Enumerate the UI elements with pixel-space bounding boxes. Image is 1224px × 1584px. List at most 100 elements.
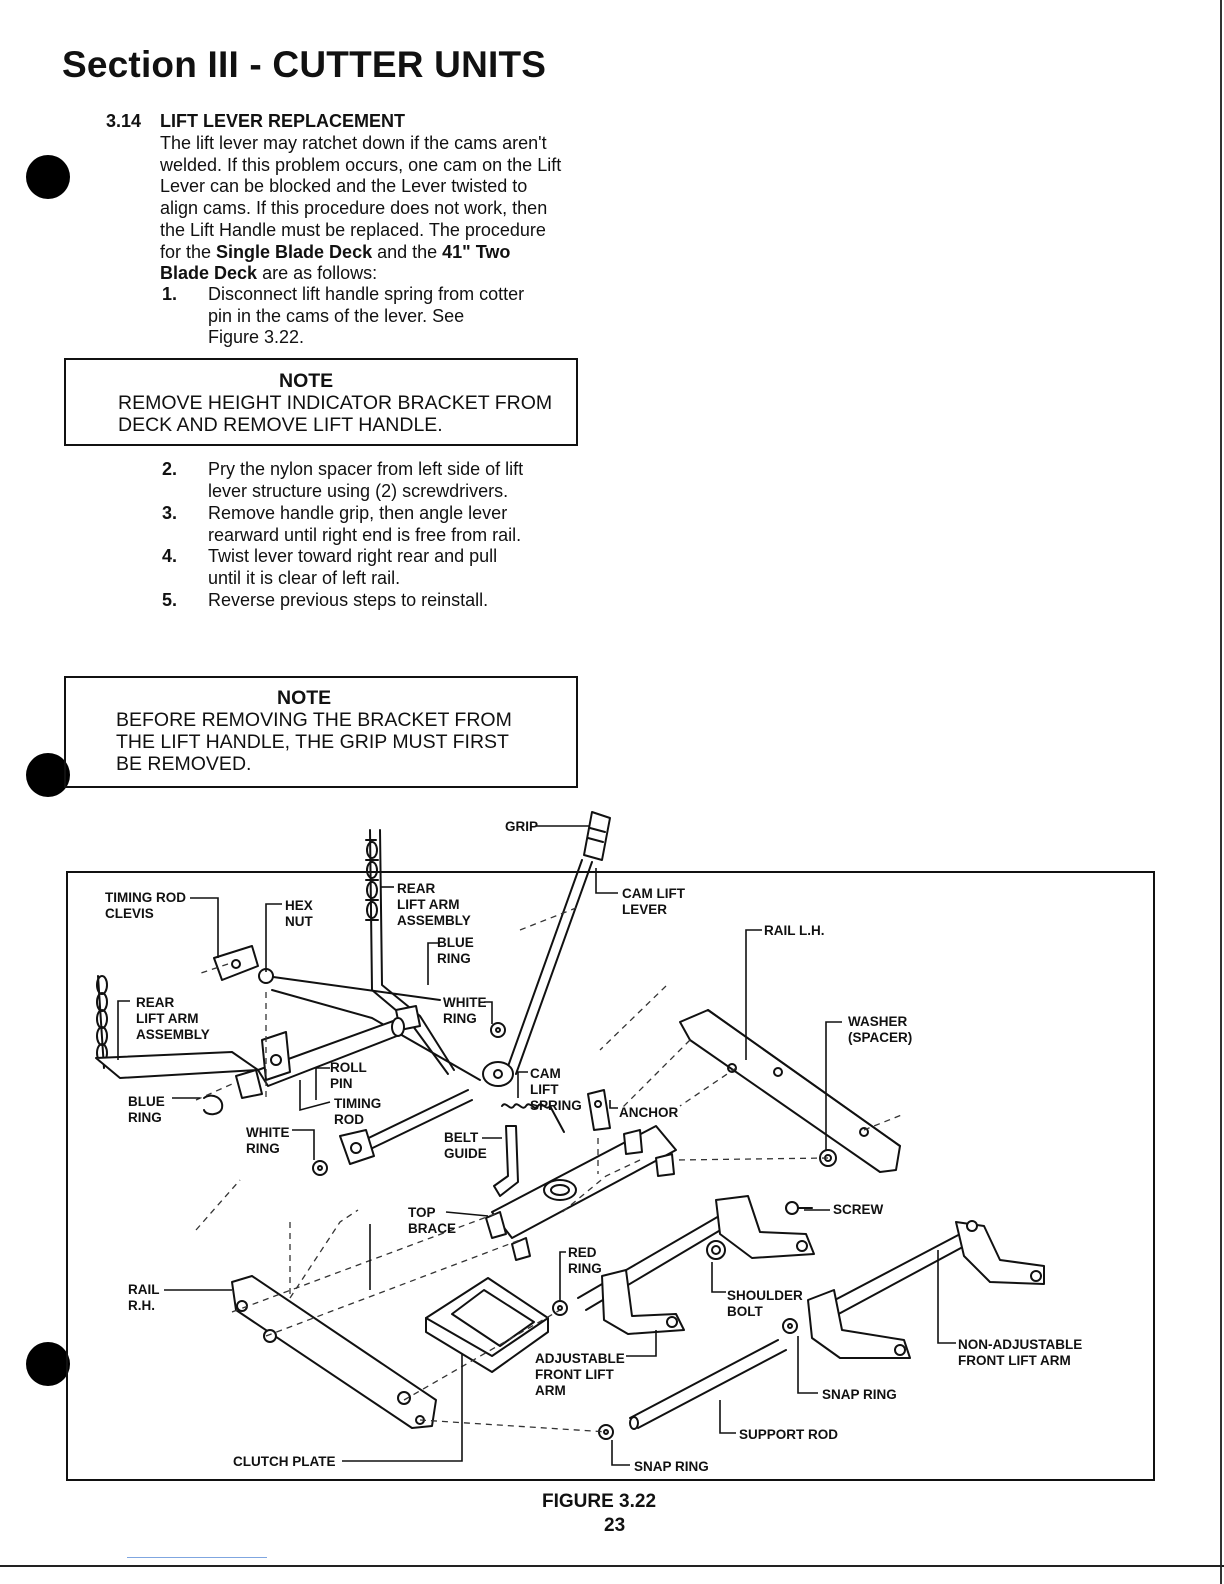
label-support-rod: SUPPORT ROD	[739, 1427, 839, 1442]
clutch-plate-part	[425, 1277, 549, 1373]
label-line: FRONT LIFT ARM	[958, 1353, 1071, 1368]
top-brace-part	[485, 1125, 677, 1261]
step-number: 3.	[162, 503, 178, 523]
label-line: LIFT	[530, 1082, 559, 1097]
label-line: FRONT LIFT	[535, 1367, 614, 1382]
anchor-part	[587, 1089, 611, 1131]
label-line: PIN	[330, 1076, 353, 1091]
subsection-heading: 3.14 LIFT LEVER REPLACEMENT	[106, 111, 405, 132]
step-text: Twist lever toward right rear and pull u…	[208, 546, 568, 589]
label-line: R.H.	[128, 1298, 155, 1313]
subsection-number: 3.14	[106, 111, 142, 131]
label-line: ASSEMBLY	[136, 1027, 210, 1042]
bottom-rule-accent	[127, 1557, 267, 1558]
label-snap-ring-bottom: SNAP RING	[634, 1459, 709, 1474]
punch-hole-bottom	[26, 1342, 70, 1386]
label-hex-nut: HEX NUT	[285, 898, 313, 930]
intro-emphasis: Single Blade Deck	[216, 241, 373, 262]
intro-text: for the	[160, 241, 217, 262]
label-washer-spacer: WASHER (SPACER)	[848, 1014, 912, 1046]
label-shoulder-bolt: SHOULDER BOLT	[727, 1288, 803, 1320]
step-3: 3. Remove handle grip, then angle lever …	[162, 503, 582, 547]
intro-emphasis: 41" Two	[442, 241, 511, 262]
label-line: BLUE	[437, 935, 474, 950]
belt-guide-part	[493, 1125, 519, 1197]
label-line: RING	[246, 1141, 280, 1156]
step-text: Disconnect lift handle spring from cotte…	[208, 284, 568, 349]
page-number: 23	[604, 1515, 626, 1536]
label-line: RED	[568, 1245, 597, 1260]
label-line: CAM LIFT	[622, 886, 685, 901]
label-line: LIFT ARM	[397, 897, 460, 912]
section-title: Section III - CUTTER UNITS	[62, 44, 547, 85]
intro-text: are as follows:	[257, 263, 378, 284]
support-rod-part	[598, 1318, 798, 1440]
label-blue-ring-top: BLUE RING	[437, 935, 474, 967]
intro-line: Lever can be blocked and the Lever twist…	[160, 176, 528, 197]
figure-caption: FIGURE 3.22	[542, 1491, 657, 1512]
label-adjustable-front-lift-arm: ADJUSTABLE FRONT LIFT ARM	[535, 1351, 625, 1399]
step-text: Reverse previous steps to reinstall.	[208, 590, 568, 612]
label-clutch-plate: CLUTCH PLATE	[233, 1454, 336, 1469]
label-line: SHOULDER	[727, 1288, 803, 1303]
step-4: 4. Twist lever toward right rear and pul…	[162, 546, 582, 590]
label-line: RAIL	[128, 1282, 160, 1297]
label-line: NON-ADJUSTABLE	[958, 1337, 1083, 1352]
step-number: 2.	[162, 459, 178, 479]
label-line: HEX	[285, 898, 313, 913]
intro-line: align cams. If this procedure does not w…	[160, 198, 548, 219]
label-line: RING	[568, 1261, 602, 1276]
step-number: 1.	[162, 284, 178, 304]
non-adjustable-front-lift-arm-part	[807, 1220, 1045, 1359]
label-line: REAR	[136, 995, 175, 1010]
label-rear-lift-arm-assembly-left: REAR LIFT ARM ASSEMBLY	[136, 995, 210, 1043]
note-box-2: NOTE BEFORE REMOVING THE BRACKET FROM TH…	[64, 676, 578, 788]
intro-line: welded. If this problem occurs, one cam …	[160, 154, 562, 175]
label-line: WASHER	[848, 1014, 908, 1029]
note-line: BE REMOVED.	[116, 753, 252, 775]
label-line: ASSEMBLY	[397, 913, 471, 928]
step-text: Pry the nylon spacer from left side of l…	[208, 459, 568, 502]
label-white-ring-left: WHITE RING	[246, 1125, 290, 1157]
label-belt-guide: BELT GUIDE	[444, 1130, 487, 1162]
note-title: NOTE	[279, 370, 334, 392]
label-line: ROLL	[330, 1060, 367, 1075]
label-line: CLEVIS	[105, 906, 154, 921]
rear-lift-arm-left-part	[95, 975, 405, 1099]
label-line: SPRING	[530, 1098, 582, 1113]
label-line: TOP	[408, 1205, 436, 1220]
label-red-ring: RED RING	[568, 1245, 602, 1277]
step-line: Disconnect lift handle spring from cotte…	[208, 284, 525, 304]
step-5: 5. Reverse previous steps to reinstall.	[162, 590, 582, 612]
step-line: Pry the nylon spacer from left side of l…	[208, 459, 524, 479]
note-line: BEFORE REMOVING THE BRACKET FROM	[116, 709, 512, 731]
step-line: Figure 3.22.	[208, 327, 305, 348]
label-line: ADJUSTABLE	[535, 1351, 625, 1366]
intro-line: Blade Deck are as follows:	[160, 263, 620, 285]
label-white-ring-top: WHITE RING	[443, 995, 487, 1027]
label-line: RING	[443, 1011, 477, 1026]
rings	[203, 1022, 568, 1316]
note-line: REMOVE HEIGHT INDICATOR BRACKET FROM	[118, 392, 553, 414]
subsection-title: LIFT LEVER REPLACEMENT	[160, 111, 406, 131]
step-number: 4.	[162, 546, 178, 566]
label-line: RING	[437, 951, 471, 966]
cam-lift-lever-part	[482, 859, 593, 1087]
step-line: Reverse previous steps to reinstall.	[208, 590, 489, 610]
label-rear-lift-arm-assembly-top: REAR LIFT ARM ASSEMBLY	[397, 881, 471, 929]
label-top-brace: TOP BRACE	[408, 1205, 456, 1237]
label-screw: SCREW	[833, 1202, 884, 1217]
label-line: LIFT ARM	[136, 1011, 199, 1026]
timing-rod-part	[213, 945, 481, 1081]
label-line: BELT	[444, 1130, 479, 1145]
punch-hole-middle	[26, 753, 70, 797]
step-1: 1. Disconnect lift handle spring from co…	[162, 284, 582, 350]
note-title: NOTE	[277, 687, 332, 709]
step-line: until it is clear of left rail.	[208, 567, 401, 588]
label-snap-ring-right: SNAP RING	[822, 1387, 897, 1402]
label-cam-lift-lever: CAM LIFT LEVER	[622, 886, 685, 918]
grip-part	[583, 811, 611, 861]
step-line: lever structure using (2) screwdrivers.	[208, 480, 509, 501]
intro-emphasis: Blade Deck	[160, 263, 258, 284]
